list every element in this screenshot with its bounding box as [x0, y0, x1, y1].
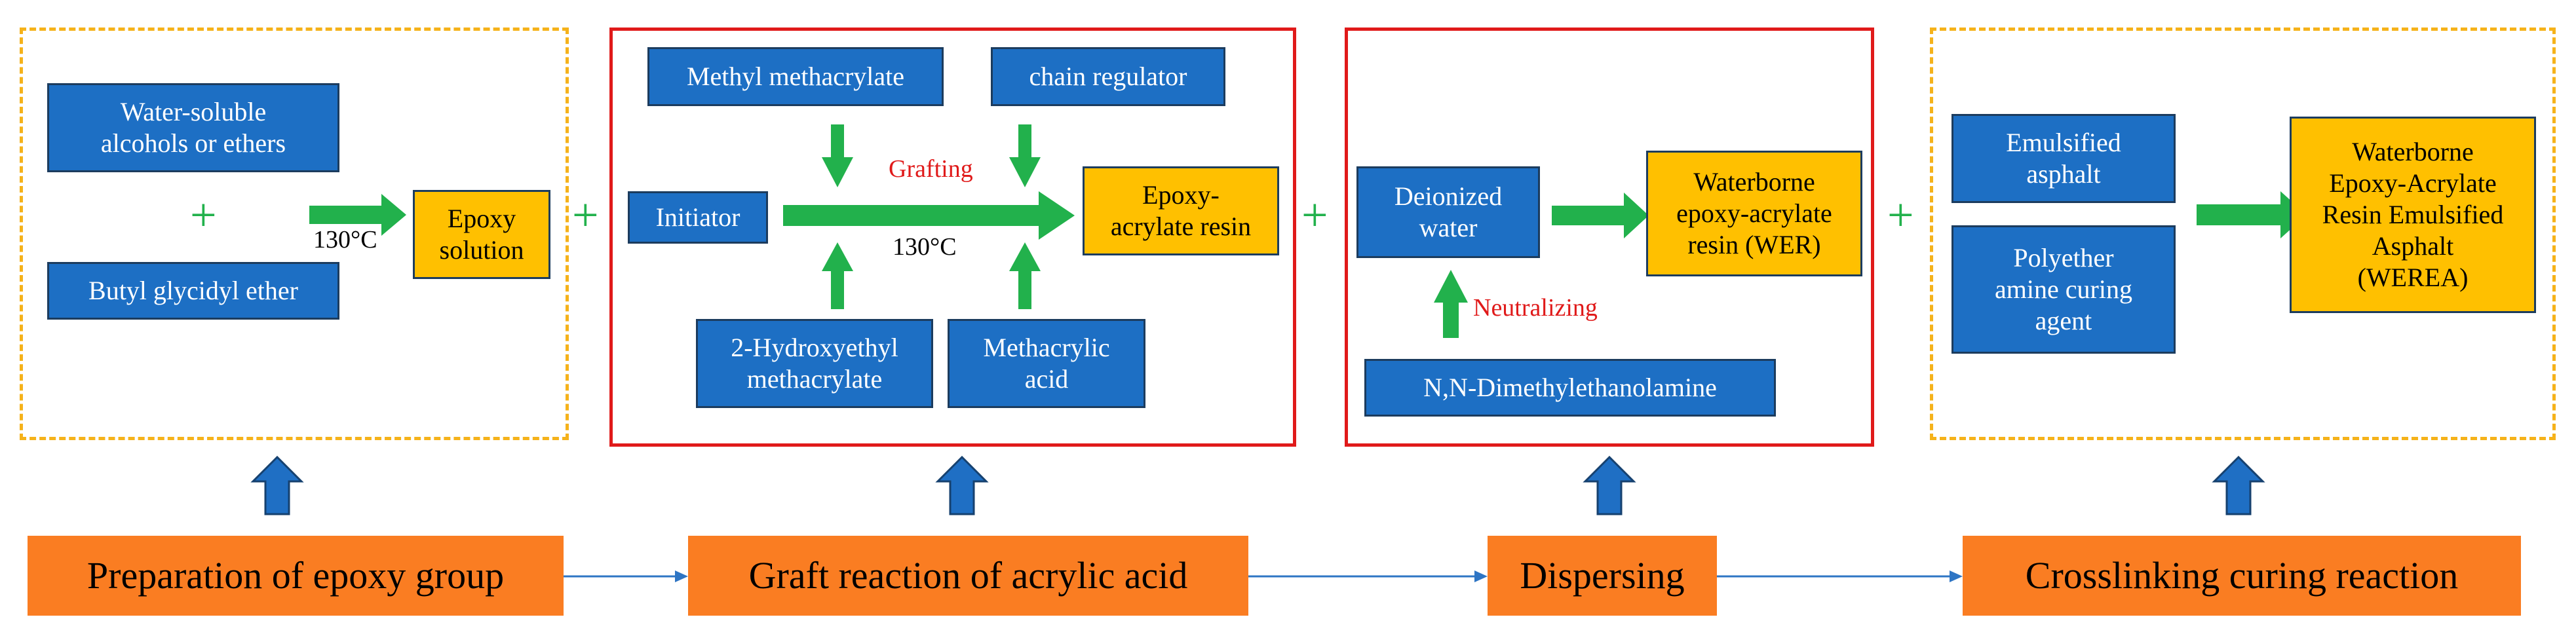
deionized-water-box: Deionized water	[1356, 166, 1540, 258]
panel-crosslinking	[1930, 28, 2556, 440]
stage-graft-reaction: Graft reaction of acrylic acid	[688, 536, 1248, 616]
alcohols-ethers-box: Water-soluble alcohols or ethers	[47, 83, 339, 172]
epoxy-solution-box: Epoxy solution	[413, 190, 550, 279]
plus-sign: +	[1887, 189, 1914, 241]
panel-dispersing	[1345, 28, 1874, 447]
green-arrow-icon	[2197, 191, 2307, 238]
emulsified-asphalt-box: Emulsified asphalt	[1951, 114, 2176, 203]
green-down-arrow-icon	[822, 124, 853, 187]
blue-up-arrow-icon	[1583, 455, 1636, 515]
chain-regulator-box: chain regulator	[991, 47, 1225, 106]
plus-sign: +	[572, 189, 599, 241]
blue-up-arrow-icon	[935, 455, 989, 515]
panel-epoxy-preparation	[20, 28, 569, 440]
green-arrow-icon	[783, 191, 1075, 240]
butyl-glycidyl-ether-box: Butyl glycidyl ether	[47, 262, 339, 320]
temperature-label: 130°C	[893, 233, 957, 261]
green-arrow-icon	[309, 194, 406, 236]
werea-box: Waterborne Epoxy-Acrylate Resin Emulsifi…	[2290, 117, 2536, 313]
stage-preparation-epoxy: Preparation of epoxy group	[28, 536, 564, 616]
stage-crosslinking: Crosslinking curing reaction	[1963, 536, 2521, 616]
blue-up-arrow-icon	[2212, 455, 2265, 515]
neutralizing-label: Neutralizing	[1473, 294, 1598, 322]
methacrylic-acid-box: Methacrylic acid	[948, 319, 1145, 408]
polyether-amine-box: Polyether amine curing agent	[1951, 225, 2176, 354]
green-down-arrow-icon	[1009, 124, 1041, 187]
stage-connector	[1717, 570, 1963, 582]
temperature-label: 130°C	[313, 226, 377, 253]
green-up-arrow-icon	[822, 242, 853, 309]
epoxy-acrylate-resin-box: Epoxy- acrylate resin	[1083, 166, 1279, 255]
stage-dispersing: Dispersing	[1488, 536, 1717, 616]
plus-sign: +	[1301, 189, 1328, 241]
plus-sign: +	[190, 189, 217, 241]
grafting-label: Grafting	[889, 155, 973, 183]
hydroxyethyl-methacrylate-box: 2-Hydroxyethyl methacrylate	[696, 319, 933, 408]
green-up-arrow-icon	[1009, 242, 1041, 309]
stage-connector	[1248, 570, 1488, 582]
green-up-arrow-icon	[1434, 270, 1468, 338]
blue-up-arrow-icon	[250, 455, 304, 515]
wer-box: Waterborne epoxy-acrylate resin (WER)	[1646, 151, 1862, 276]
panel-graft-reaction	[609, 28, 1296, 447]
stage-connector	[564, 570, 688, 582]
green-arrow-icon	[1552, 193, 1649, 238]
dimethylethanolamine-box: N,N-Dimethylethanolamine	[1364, 359, 1776, 417]
initiator-box: Initiator	[628, 191, 768, 244]
methyl-methacrylate-box: Methyl methacrylate	[647, 47, 944, 106]
